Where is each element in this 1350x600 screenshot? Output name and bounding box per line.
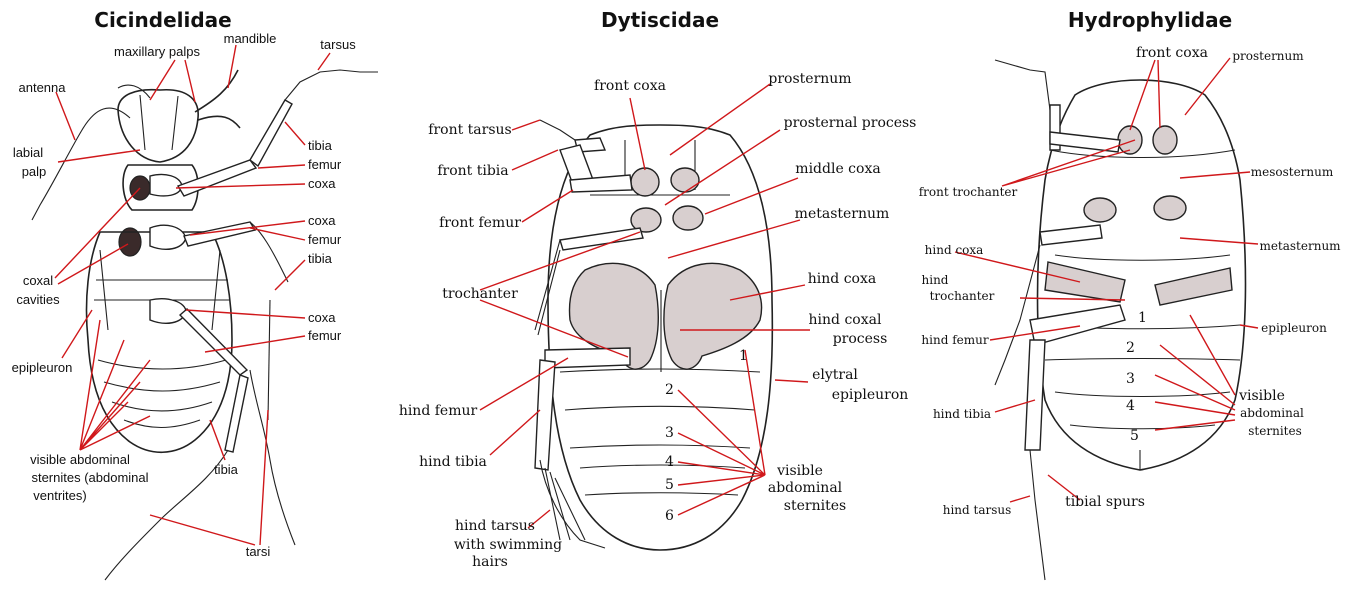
label-hind-coxa: hind coxa — [808, 271, 876, 287]
label-hind-tarsus-3: hairs — [472, 554, 508, 570]
label-sternites-1: visible abdominal — [30, 452, 130, 467]
label-hind-coxal-process-1: hind coxal — [809, 312, 882, 328]
title-dytiscidae: Dytiscidae — [601, 8, 719, 32]
sternite-number-h-2: 2 — [1126, 340, 1135, 356]
label-visible-1: visible — [776, 463, 823, 479]
label-trochanter: trochanter — [442, 286, 518, 302]
label-tibial-spurs: tibial spurs — [1065, 494, 1145, 510]
label-coxa-2: coxa — [308, 213, 336, 228]
sternite-number-1: 1 — [739, 348, 748, 364]
label-elytral-epipleuron-1: elytral — [812, 367, 858, 383]
label-hind-coxal-process-2: process — [833, 331, 888, 347]
panel-hydrophylidae: Hydrophylidae — [919, 8, 1341, 581]
sternite-number-3: 3 — [665, 425, 674, 441]
label-hind-femur-h: hind femur — [921, 333, 988, 347]
label-front-femur: front femur — [439, 215, 521, 231]
label-visible-h-3: sternites — [1248, 424, 1301, 438]
label-tibia-1: tibia — [308, 138, 333, 153]
label-visible-h-2: abdominal — [1240, 406, 1304, 420]
sternite-number-h-3: 3 — [1126, 371, 1135, 387]
label-front-coxa-h: front coxa — [1136, 45, 1208, 61]
hydrophylidae-labels: front coxa prosternum mesosternum front … — [919, 45, 1341, 517]
label-coxal-cavities-2: cavities — [16, 292, 60, 307]
label-sternites-3: ventrites) — [33, 488, 86, 503]
label-mesosternum: mesosternum — [1251, 165, 1334, 179]
label-hind-coxa-h: hind coxa — [925, 243, 984, 257]
cicindelidae-leader-lines — [54, 44, 331, 546]
label-tarsi: tarsi — [246, 544, 271, 559]
sternite-number-5: 5 — [665, 477, 674, 493]
label-antenna: antenna — [19, 80, 67, 95]
dytiscidae-leader-lines — [479, 83, 810, 529]
label-coxa-1: coxa — [308, 176, 336, 191]
label-visible-2: abdominal — [768, 480, 843, 496]
label-front-trochanter: front trochanter — [919, 185, 1018, 199]
title-hydrophylidae: Hydrophylidae — [1068, 8, 1232, 32]
sternite-number-6: 6 — [665, 508, 674, 524]
sternite-number-h-4: 4 — [1126, 398, 1135, 414]
label-hind-trochanter-2: trochanter — [930, 289, 995, 303]
label-tarsus: tarsus — [320, 37, 356, 52]
dytiscidae-beetle-drawing — [534, 119, 774, 551]
label-coxa-3: coxa — [308, 310, 336, 325]
panel-cicindelidae: Cicindelidae — [12, 8, 378, 581]
label-tibia-2: tibia — [308, 251, 333, 266]
label-prosternum-h: prosternum — [1232, 49, 1304, 63]
label-hind-trochanter-1: hind — [922, 273, 949, 287]
label-sternites-2: sternites (abdominal — [31, 470, 148, 485]
label-epipleuron: epipleuron — [12, 360, 73, 375]
panel-dytiscidae: Dytiscidae — [399, 8, 917, 570]
title-cicindelidae: Cicindelidae — [94, 8, 231, 32]
hydrophylidae-beetle-drawing — [994, 59, 1247, 581]
label-hind-tibia: hind tibia — [419, 454, 487, 470]
cicindelidae-labels: maxillary palps mandible tarsus antenna … — [12, 31, 357, 559]
label-hind-tarsus-h: hind tarsus — [943, 503, 1012, 517]
label-femur-1: femur — [308, 157, 342, 172]
label-visible-h-1: visible — [1238, 388, 1285, 404]
label-mandible: mandible — [224, 31, 277, 46]
label-femur-2: femur — [308, 232, 342, 247]
label-elytral-epipleuron-2: epipleuron — [832, 387, 909, 403]
label-maxillary-palps: maxillary palps — [114, 44, 200, 59]
label-metasternum: metasternum — [795, 206, 890, 222]
label-visible-3: sternites — [784, 498, 846, 514]
label-front-tarsus: front tarsus — [428, 122, 511, 138]
label-front-coxa: front coxa — [594, 78, 666, 94]
label-hind-tarsus-1: hind tarsus — [455, 518, 535, 534]
sternite-number-2: 2 — [665, 382, 674, 398]
sternite-number-h-1: 1 — [1138, 310, 1147, 326]
cicindelidae-beetle-drawing — [31, 69, 378, 581]
label-hind-femur: hind femur — [399, 403, 478, 419]
hydrophylidae-leader-lines — [954, 57, 1259, 503]
label-labial-palp-2: palp — [22, 164, 47, 179]
sternite-number-h-5: 5 — [1130, 428, 1139, 444]
label-metasternum-h: metasternum — [1259, 239, 1341, 253]
label-tibia-3: tibia — [214, 462, 239, 477]
label-coxal-cavities-1: coxal — [23, 273, 53, 288]
dytiscidae-labels: front coxa prosternum front tarsus prost… — [399, 71, 917, 570]
label-front-tibia: front tibia — [437, 163, 508, 179]
label-epipleuron-h: epipleuron — [1261, 321, 1327, 335]
label-prosternal-process: prosternal process — [784, 115, 917, 131]
label-middle-coxa: middle coxa — [795, 161, 880, 177]
label-prosternum: prosternum — [768, 71, 851, 87]
label-hind-tibia-h: hind tibia — [933, 407, 991, 421]
sternite-number-4: 4 — [665, 454, 674, 470]
label-femur-3: femur — [308, 328, 342, 343]
label-labial-palp-1: labial — [13, 145, 43, 160]
label-hind-tarsus-2: with swimming — [454, 537, 562, 553]
